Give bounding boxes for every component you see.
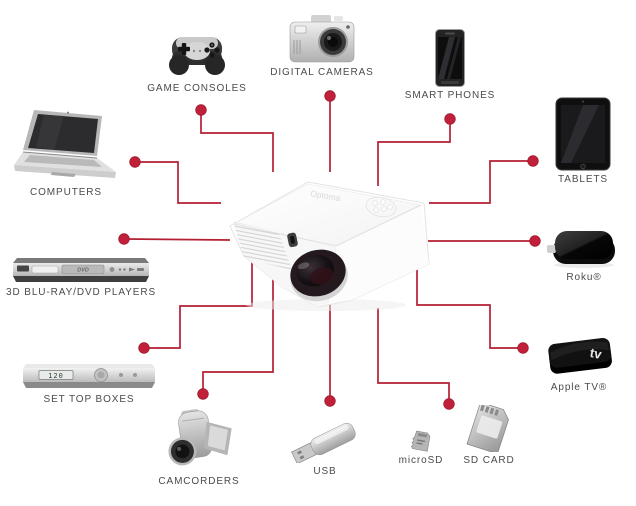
link-set-top-boxes [138,251,253,354]
dvd-logo: DVD [77,268,89,274]
dot-apple-tv [517,342,529,354]
device-label: COMPUTERS [30,187,102,198]
device-smart-phones: SMART PHONES [395,29,505,101]
microsd-card-icon [408,430,434,452]
device-label: 3D BLU-RAY/DVD PLAYERS [5,287,157,298]
device-computers: COMPUTERS [4,110,128,198]
device-label: SET TOP BOXES [43,394,135,405]
link-memory-cards [377,308,455,410]
device-label: CAMCORDERS [158,476,240,487]
dot-set-top-boxes [138,342,150,354]
device-tablets: TABLETS [533,97,633,185]
device-label: Roku® [566,272,602,283]
dot-smart-phones [444,113,456,125]
dot-camcorders [197,388,209,400]
device-label: DIGITAL CAMERAS [270,67,374,78]
link-computers [129,156,221,204]
usb-drive-icon [289,423,361,463]
dot-roku [529,235,541,247]
dot-game-consoles [195,104,207,116]
device-label: Apple TV® [550,382,608,393]
link-blu-ray [118,233,231,245]
link-usb [324,295,336,407]
dot-usb [324,395,336,407]
set-top-display: 120 [48,372,64,380]
device-digital-cameras: DIGITAL CAMERAS [257,14,387,78]
control-buttons [365,196,397,218]
sd-card-icon [458,405,520,452]
link-digital-cameras [324,90,336,172]
device-sd-card: SD CARD [455,405,523,466]
laptop-icon [14,110,118,184]
projector-image: Optoma [229,181,430,311]
device-label: USB [313,466,337,477]
device-set-top-boxes: 120 SET TOP BOXES [23,361,155,405]
camcorder-icon [159,407,239,473]
roku-box-icon [545,227,623,269]
ir-sensor [287,232,298,248]
device-label: TABLETS [557,174,609,185]
device-label: microSD [398,455,444,466]
dot-memory-cards [443,398,455,410]
smartphone-icon [435,29,465,87]
projector: Optoma [218,163,436,318]
dot-blu-ray [118,233,130,245]
device-label: GAME CONSOLES [147,83,247,94]
device-microsd: microSD [389,430,453,466]
device-blu-ray-dvd-players: DVD 3D BLU-RAY/DVD PLAYERS [3,257,159,298]
device-label: SD CARD [463,455,515,466]
device-usb: USB [283,423,367,477]
link-smart-phones [377,113,456,186]
apple-tv-icon: tv [541,333,617,379]
link-game-consoles [195,104,274,172]
link-apple-tv [416,261,529,354]
device-apple-tv: tv Apple TV® [529,333,629,393]
dot-tablets [527,155,539,167]
apple-tv-mark: tv [589,345,604,362]
projector-lens [290,249,348,302]
link-tablets [429,155,539,204]
camera-icon [289,14,355,64]
device-roku: Roku® [534,227,634,283]
tablet-icon [555,97,611,171]
dot-digital-cameras [324,90,336,102]
link-roku [428,235,541,247]
device-label: SMART PHONES [404,90,496,101]
dot-computers [129,156,141,168]
device-camcorders: CAMCORDERS [147,407,251,487]
link-camcorders [197,270,274,400]
set-top-box-icon: 120 [23,361,155,391]
gamepad-icon [168,27,226,80]
dvd-player-icon: DVD [13,257,149,284]
device-game-consoles: GAME CONSOLES [147,27,247,94]
